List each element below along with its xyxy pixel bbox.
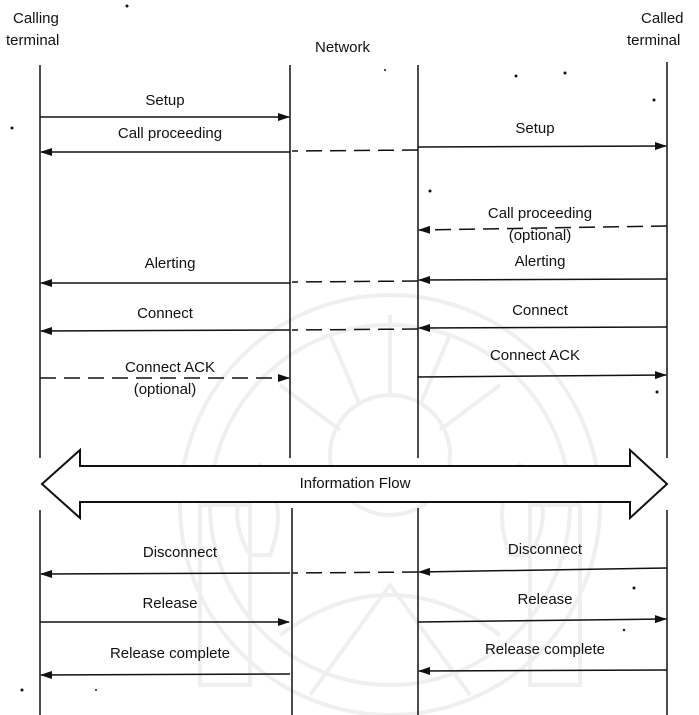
call-proceeding-right-label-line2: (optional): [508, 227, 572, 244]
scan-speckles: [10, 4, 659, 692]
release-complete-left-label: Release complete: [109, 645, 231, 662]
connect-ack-left-label-line2: (optional): [133, 381, 197, 398]
disconnect-right-arrow: [418, 567, 668, 576]
connect-right-label: Connect: [512, 302, 568, 319]
connect-ack-left-label-line1: Connect ACK: [124, 359, 216, 376]
calling-terminal-header-line2: terminal: [6, 32, 60, 49]
release-complete-left-arrow: [40, 670, 291, 679]
called-terminal-header-line1: Called: [641, 10, 684, 27]
disconnect-left-label: Disconnect: [142, 544, 218, 561]
setup-left-label: Setup: [145, 92, 185, 109]
network-header: Network: [315, 39, 371, 56]
calling-terminal-header-line1: Calling: [13, 10, 59, 27]
connect-left-arrow: [40, 326, 291, 335]
call-proceeding-left-label: Call proceeding: [117, 125, 223, 142]
release-right-label: Release: [517, 591, 573, 608]
release-left-label: Release: [142, 595, 198, 612]
information-flow-double-arrow: [40, 447, 669, 521]
alerting-right-arrow: [418, 275, 668, 284]
disconnect-right-label: Disconnect: [507, 541, 583, 558]
connect-right-arrow: [418, 323, 668, 332]
connect-ack-right-label: Connect ACK: [489, 347, 581, 364]
watermark-seal: [178, 293, 602, 715]
setup-right-label: Setup: [515, 120, 555, 137]
setup-right-arrow: [417, 142, 667, 151]
alerting-network-dash: [291, 280, 419, 283]
called-terminal-header-line2: terminal: [627, 32, 681, 49]
release-right-arrow: [417, 615, 667, 624]
call-proceeding-network-dash: [291, 149, 419, 152]
disconnect-network-dash: [291, 571, 419, 574]
information-flow-label: Information Flow: [299, 475, 411, 492]
connect-ack-right-arrow: [417, 371, 667, 380]
release-complete-right-arrow: [418, 666, 668, 675]
call-proceeding-right-label-line1: Call proceeding: [487, 205, 593, 222]
disconnect-left-arrow: [40, 569, 291, 578]
alerting-right-label: Alerting: [514, 253, 566, 270]
connect-network-dash: [291, 328, 419, 331]
connect-left-label: Connect: [137, 305, 193, 322]
release-complete-right-label: Release complete: [484, 641, 606, 658]
alerting-left-label: Alerting: [144, 255, 196, 272]
call-proceeding-right-arrow: [418, 225, 668, 234]
